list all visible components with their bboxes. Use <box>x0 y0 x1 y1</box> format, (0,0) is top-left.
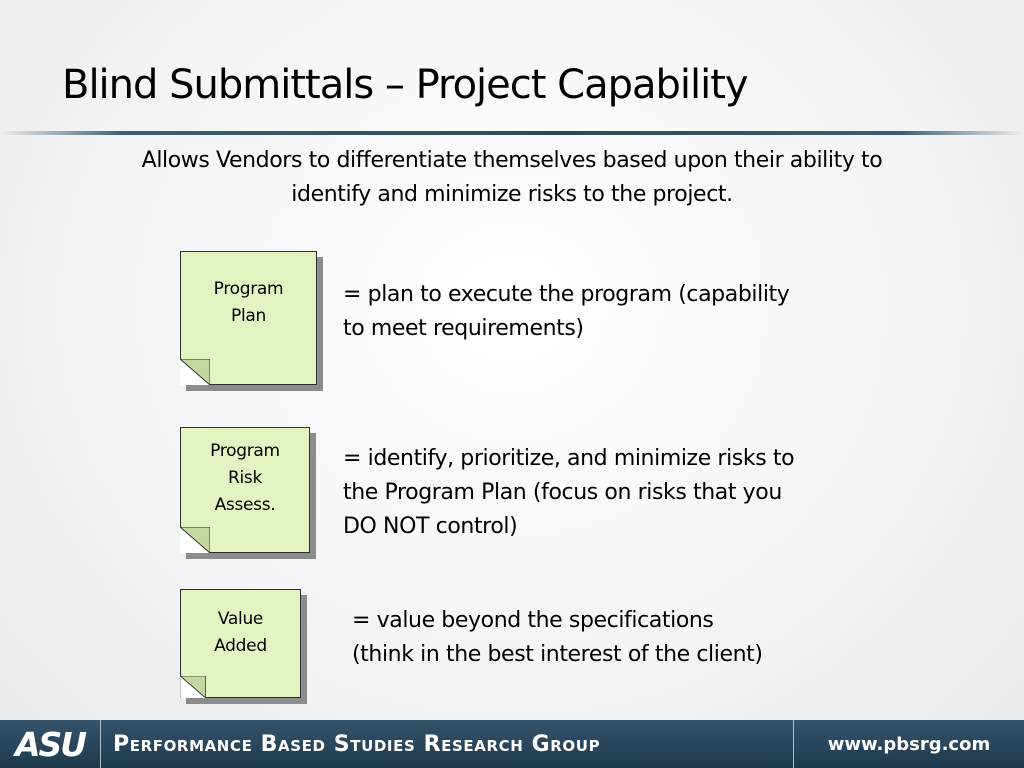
title-divider <box>0 131 1024 135</box>
organization-name: Performance Based Studies Research Group <box>113 731 601 757</box>
folded-corner-icon <box>180 527 210 553</box>
description-value-added: = value beyond the specifications (think… <box>352 604 912 672</box>
note-label-program-plan: Program Plan <box>213 279 284 326</box>
description-program-risk-assess: = identify, prioritize, and minimize ris… <box>343 442 903 544</box>
slide-title: Blind Submittals – Project Capability <box>62 62 749 108</box>
website-url: www.pbsrg.com <box>827 733 991 755</box>
description-text: = plan to execute the program (capabilit… <box>343 282 790 341</box>
description-program-plan: = plan to execute the program (capabilit… <box>343 278 903 346</box>
note-program-plan: Program Plan <box>180 251 317 385</box>
slide-subtitle: Allows Vendors to differentiate themselv… <box>40 144 984 212</box>
description-text: = value beyond the specifications (think… <box>352 608 763 667</box>
note-value-added: Value Added <box>180 589 301 698</box>
note-label-program-risk-assess: Program Risk Assess. <box>210 441 280 515</box>
folded-corner-icon <box>180 359 210 385</box>
footer-bar: ASU Performance Based Studies Research G… <box>0 720 1024 768</box>
footer-divider <box>793 720 794 768</box>
note-program-risk-assess: Program Risk Assess. <box>180 427 310 553</box>
note-label-value-added: Value Added <box>214 609 267 656</box>
subtitle-text: Allows Vendors to differentiate themselv… <box>141 148 883 207</box>
description-text: = identify, prioritize, and minimize ris… <box>343 446 795 539</box>
folded-corner-icon <box>180 676 206 698</box>
asu-logo: ASU <box>14 724 87 764</box>
footer-divider <box>100 720 101 768</box>
